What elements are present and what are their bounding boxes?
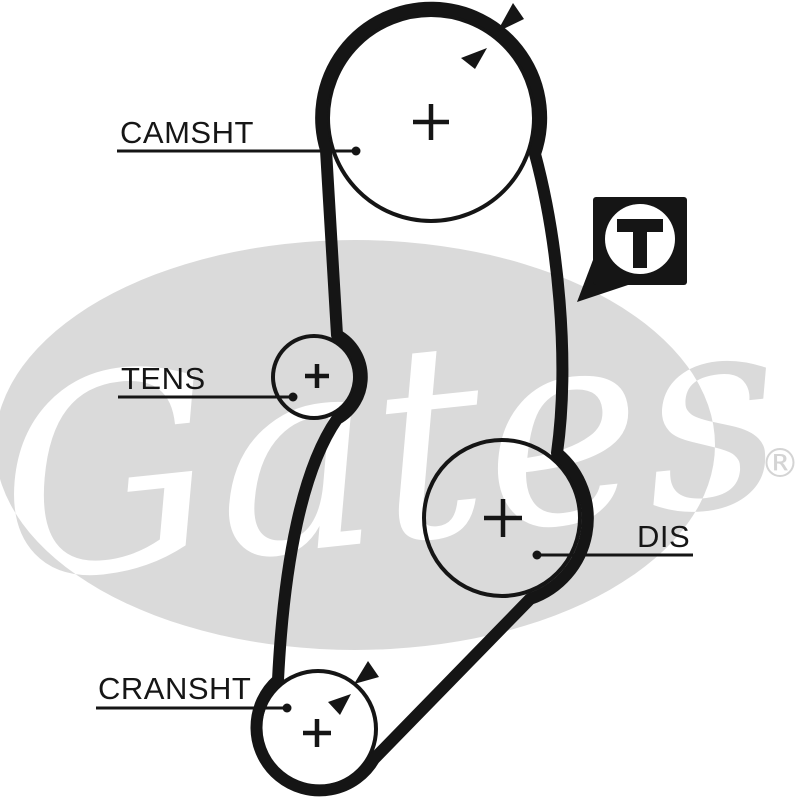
tensioner-leader-dot	[288, 392, 298, 402]
label-crankshaft: CRANSHT	[96, 671, 292, 713]
tensioner-pulley	[271, 334, 357, 420]
camshaft-leader-dot	[351, 146, 361, 156]
timing-mark-arrow-icon	[461, 48, 487, 69]
camshaft-pulley	[326, 13, 536, 223]
crankshaft-timing-marks	[328, 661, 379, 715]
distributor-leader-dot	[532, 550, 542, 560]
camshaft-center-mark	[413, 104, 449, 140]
gates-watermark-logo: Gates Gates ®	[0, 240, 795, 650]
crankshaft-leader-dot	[282, 703, 292, 713]
center-marks-group	[303, 104, 522, 747]
registered-trademark-icon: ®	[760, 441, 795, 487]
tensioner-center-mark	[305, 364, 329, 388]
label-camshaft: CAMSHT	[117, 115, 361, 156]
watermark-oval	[0, 240, 715, 650]
timing-mark-arrow-icon	[328, 694, 351, 715]
crankshaft-label: CRANSHT	[98, 671, 251, 706]
tension-indicator-icon: T	[577, 197, 687, 302]
label-tensioner: TENS	[118, 361, 298, 402]
crankshaft-center-mark	[303, 719, 331, 747]
timing-mark-arrow-icon	[497, 3, 524, 32]
tensioner-label: TENS	[121, 361, 206, 396]
label-distributor: DIS	[532, 519, 693, 560]
distributor-center-mark	[484, 499, 522, 537]
timing-mark-arrow-icon	[354, 661, 379, 684]
tension-indicator-letter	[617, 219, 663, 268]
camshaft-label: CAMSHT	[120, 115, 254, 150]
distributor-label: DIS	[637, 519, 690, 554]
camshaft-timing-marks	[461, 3, 524, 69]
distributor-pulley	[422, 438, 582, 598]
labels-group: CAMSHT TENS DIS CRANSHT	[96, 115, 693, 713]
timing-belt	[250, 1, 594, 797]
